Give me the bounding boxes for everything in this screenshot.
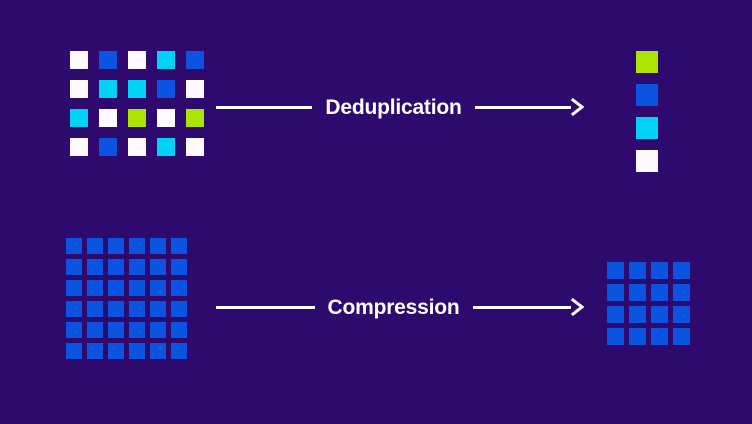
grid-cell-white xyxy=(157,109,175,127)
grid-cell-blue xyxy=(99,51,117,69)
grid-cell-lime xyxy=(186,109,204,127)
grid-cell-blue xyxy=(607,328,624,345)
grid-cell-blue xyxy=(87,280,103,296)
grid-cell-blue xyxy=(108,322,124,338)
deduplication-result-grid xyxy=(636,51,658,172)
grid-cell-blue xyxy=(673,284,690,301)
grid-cell-blue xyxy=(651,262,668,279)
grid-cell-white xyxy=(186,80,204,98)
grid-cell-blue xyxy=(66,301,82,317)
grid-cell-blue xyxy=(66,238,82,254)
grid-cell-blue xyxy=(150,301,166,317)
grid-cell-cyan xyxy=(70,109,88,127)
grid-cell-blue xyxy=(108,280,124,296)
compression-label: Compression xyxy=(327,295,460,319)
grid-cell-blue xyxy=(629,306,646,323)
grid-cell-blue xyxy=(129,343,145,359)
grid-cell-blue xyxy=(636,84,658,106)
grid-cell-blue xyxy=(171,301,187,317)
grid-cell-blue xyxy=(87,301,103,317)
grid-cell-blue xyxy=(129,322,145,338)
grid-cell-blue xyxy=(129,280,145,296)
grid-cell-blue xyxy=(87,238,103,254)
grid-cell-blue xyxy=(186,51,204,69)
grid-cell-blue xyxy=(108,259,124,275)
grid-cell-white xyxy=(128,138,146,156)
arrow-line-right xyxy=(472,305,571,309)
grid-cell-white xyxy=(99,109,117,127)
grid-cell-blue xyxy=(150,343,166,359)
grid-cell-cyan xyxy=(157,138,175,156)
grid-cell-blue xyxy=(171,280,187,296)
grid-cell-blue xyxy=(87,343,103,359)
grid-cell-white xyxy=(70,51,88,69)
compression-source-grid xyxy=(66,238,187,359)
grid-cell-lime xyxy=(128,109,146,127)
grid-cell-blue xyxy=(129,301,145,317)
grid-cell-blue xyxy=(129,238,145,254)
grid-cell-white xyxy=(636,150,658,172)
grid-cell-cyan xyxy=(99,80,117,98)
grid-cell-blue xyxy=(157,80,175,98)
grid-cell-blue xyxy=(651,284,668,301)
grid-cell-blue xyxy=(150,322,166,338)
grid-cell-blue xyxy=(129,259,145,275)
deduplication-source-grid xyxy=(70,51,204,156)
grid-cell-blue xyxy=(607,306,624,323)
grid-cell-white xyxy=(70,80,88,98)
grid-cell-blue xyxy=(673,328,690,345)
grid-cell-blue xyxy=(66,280,82,296)
grid-cell-blue xyxy=(607,262,624,279)
grid-cell-blue xyxy=(66,259,82,275)
grid-cell-blue xyxy=(171,343,187,359)
grid-cell-blue xyxy=(171,238,187,254)
grid-cell-blue xyxy=(607,284,624,301)
grid-cell-blue xyxy=(99,138,117,156)
grid-cell-lime xyxy=(636,51,658,73)
grid-cell-cyan xyxy=(636,117,658,139)
grid-cell-blue xyxy=(673,262,690,279)
grid-cell-cyan xyxy=(128,80,146,98)
grid-cell-blue xyxy=(87,259,103,275)
arrow-right-icon xyxy=(570,98,584,116)
grid-cell-blue xyxy=(66,343,82,359)
compression-arrow-row: Compression xyxy=(216,292,584,322)
grid-cell-cyan xyxy=(157,51,175,69)
grid-cell-blue xyxy=(629,284,646,301)
deduplication-arrow-row: Deduplication xyxy=(216,92,584,122)
grid-cell-blue xyxy=(629,328,646,345)
grid-cell-blue xyxy=(150,238,166,254)
grid-cell-blue xyxy=(150,259,166,275)
arrow-right-icon xyxy=(570,298,584,316)
grid-cell-white xyxy=(186,138,204,156)
grid-cell-blue xyxy=(108,343,124,359)
arrow-line-left xyxy=(216,305,315,309)
grid-cell-blue xyxy=(171,322,187,338)
grid-cell-blue xyxy=(150,280,166,296)
grid-cell-white xyxy=(70,138,88,156)
deduplication-label: Deduplication xyxy=(325,95,462,119)
grid-cell-blue xyxy=(673,306,690,323)
grid-cell-blue xyxy=(66,322,82,338)
grid-cell-white xyxy=(128,51,146,69)
grid-cell-blue xyxy=(108,238,124,254)
arrow-line-right xyxy=(474,105,571,109)
grid-cell-blue xyxy=(651,328,668,345)
arrow-line-left xyxy=(216,105,313,109)
grid-cell-blue xyxy=(629,262,646,279)
grid-cell-blue xyxy=(651,306,668,323)
grid-cell-blue xyxy=(87,322,103,338)
compression-result-grid xyxy=(607,262,690,345)
grid-cell-blue xyxy=(108,301,124,317)
grid-cell-blue xyxy=(171,259,187,275)
